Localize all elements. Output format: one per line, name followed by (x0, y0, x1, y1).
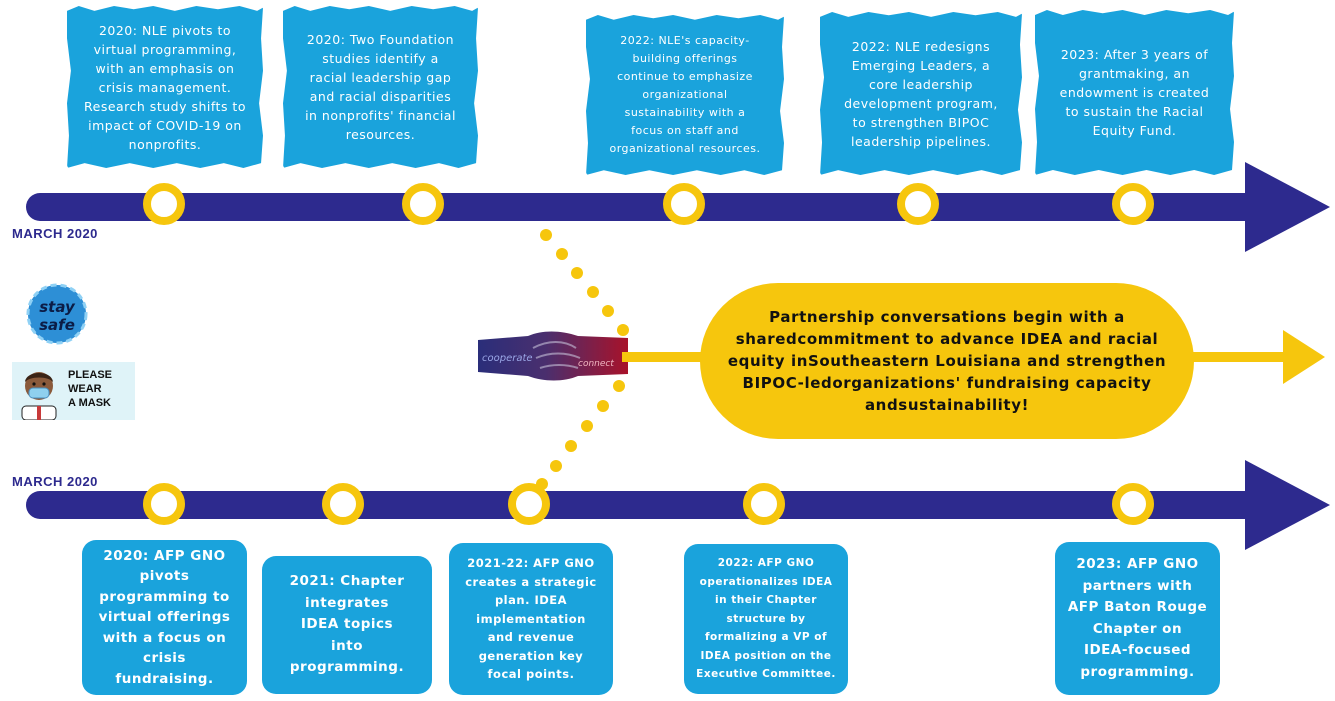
masked-person-icon (21, 372, 57, 420)
handshake-left-word: cooperate (482, 353, 533, 364)
bottom-timeline-marker-3 (508, 483, 550, 525)
partnership-arrowhead (1283, 330, 1325, 384)
stay-safe-line2: safe (39, 316, 75, 334)
mask-sign-line1: PLEASE (68, 369, 113, 381)
top-timeline-marker-4 (897, 183, 939, 225)
bottom-timeline-marker-1 (143, 483, 185, 525)
connector-dot (581, 420, 593, 432)
bottom-timeline-start-label: MARCH 2020 (12, 474, 98, 489)
mask-sign: PLEASE WEAR A MASK (12, 362, 135, 420)
mask-sign-line2: WEAR (68, 383, 102, 395)
top-timeline-bar (26, 193, 1266, 221)
connector-dot (613, 380, 625, 392)
partnership-statement: Partnership conversations begin with a s… (700, 283, 1194, 439)
top-timeline-arrowhead (1245, 162, 1330, 252)
handshake-image: cooperate connect (478, 326, 628, 386)
stay-safe-line1: stay (39, 298, 76, 316)
connector-dot (550, 460, 562, 472)
bottom-timeline-marker-5 (1112, 483, 1154, 525)
top-timeline-marker-2 (402, 183, 444, 225)
connector-dot (540, 229, 552, 241)
connector-dot (602, 305, 614, 317)
handshake-right-word: connect (578, 359, 614, 369)
bottom-timeline-marker-2 (322, 483, 364, 525)
connector-dot (617, 324, 629, 336)
partnership-right-line (1190, 352, 1290, 362)
mask-sign-line3: A MASK (68, 397, 111, 409)
top-timeline-marker-5 (1112, 183, 1154, 225)
top-timeline-marker-3 (663, 183, 705, 225)
bottom-timeline-bar (26, 491, 1266, 519)
top-timeline-start-label: MARCH 2020 (12, 226, 98, 241)
bottom-timeline-arrowhead (1245, 460, 1330, 550)
partnership-connector-line (622, 352, 702, 362)
top-timeline-marker-1 (143, 183, 185, 225)
connector-dot (565, 440, 577, 452)
connector-dot (597, 400, 609, 412)
stay-safe-badge: stay safe (24, 282, 90, 346)
bottom-timeline-marker-4 (743, 483, 785, 525)
connector-dot (587, 286, 599, 298)
connector-dot (571, 267, 583, 279)
connector-dot (556, 248, 568, 260)
